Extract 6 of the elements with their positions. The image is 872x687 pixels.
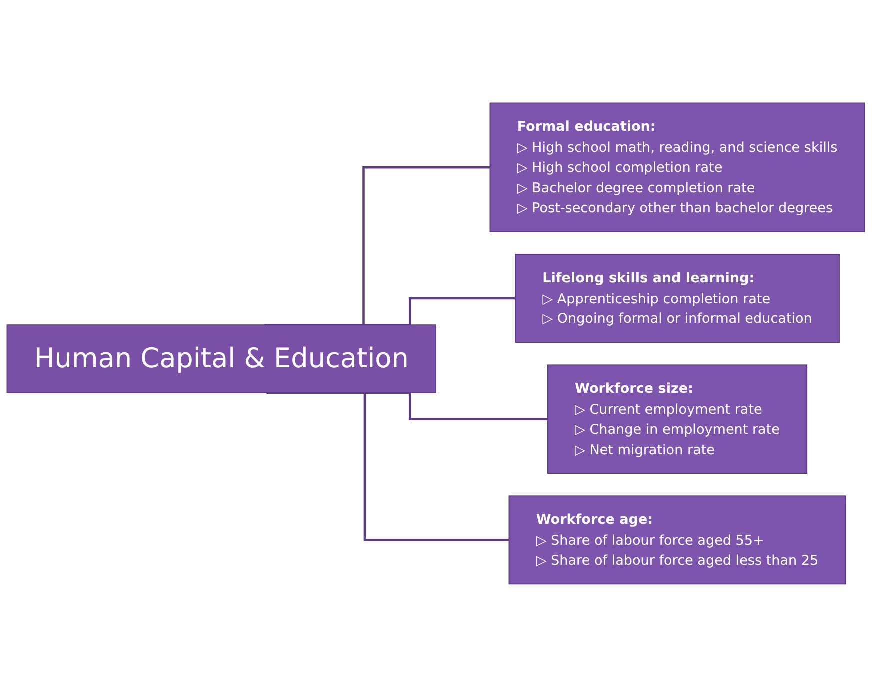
node-box: Workforce size: ▷ Current employment rate ▷ Change in employment rate ▷ Net migration rate bbox=[547, 364, 808, 474]
node-box: Human Capital & Education bbox=[6, 324, 436, 394]
node-box: Lifelong skills and learning: ▷ Apprenticeship completion rate ▷ Ongoing formal or informal education bbox=[515, 254, 840, 343]
node-box: Workforce age: ▷ Share of labour force aged 55+ ▷ Share of labour force aged less than 25 bbox=[508, 495, 846, 584]
node-box: Formal education: ▷ High school math, reading, and science skills ▷ High school completion rate ▷ Bachelor degree completion rate ▷ Post-secondary other than bachelor degrees bbox=[490, 102, 866, 232]
connector bbox=[266, 391, 510, 542]
